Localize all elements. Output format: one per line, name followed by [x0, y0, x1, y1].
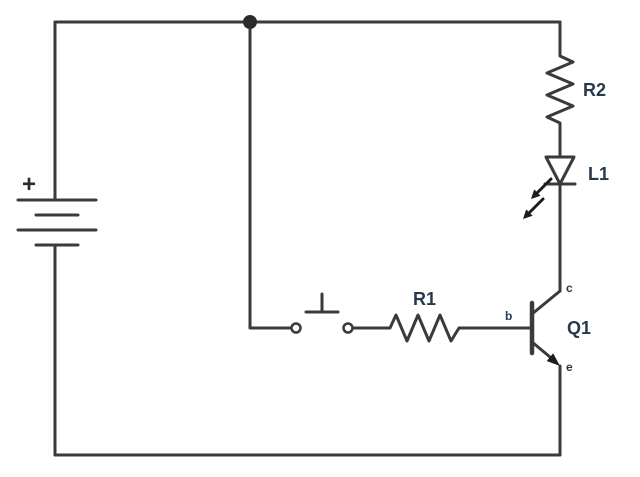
led-emission-arrows — [523, 177, 553, 219]
resistor-r1-zigzag — [383, 313, 467, 343]
transistor-collector-label: c — [566, 281, 573, 295]
led-arrow-2 — [525, 197, 545, 217]
resistor-r2: R2 — [545, 48, 606, 132]
led-arrow-1-head — [531, 189, 541, 199]
transistor-collector-lead — [530, 289, 562, 316]
battery-symbol: + — [16, 171, 98, 247]
led-l1: L1 — [523, 155, 609, 219]
transistor-q1-label: Q1 — [567, 318, 591, 338]
pushbutton-terminal-right — [342, 322, 354, 334]
transistor-emitter-arrow — [546, 353, 560, 366]
wire-junction-to-switch — [248, 20, 293, 330]
resistor-r1: R1 — [383, 289, 467, 343]
pushbutton-terminal-left — [290, 322, 302, 334]
junction-dot — [243, 15, 257, 29]
resistor-r2-label: R2 — [583, 80, 606, 100]
led-triangle — [544, 155, 576, 186]
wires — [53, 15, 562, 457]
led-l1-label: L1 — [588, 164, 609, 184]
resistor-r1-label: R1 — [413, 289, 436, 309]
pushbutton-switch — [290, 292, 354, 334]
transistor-q1: b c e Q1 — [505, 281, 591, 374]
battery-plus-label: + — [22, 171, 36, 198]
resistor-r2-zigzag — [545, 48, 575, 132]
transistor-base-label: b — [505, 309, 512, 323]
led-arrow-1 — [533, 177, 553, 197]
transistor-emitter-label: e — [566, 360, 573, 374]
led-arrow-2-head — [523, 209, 533, 219]
